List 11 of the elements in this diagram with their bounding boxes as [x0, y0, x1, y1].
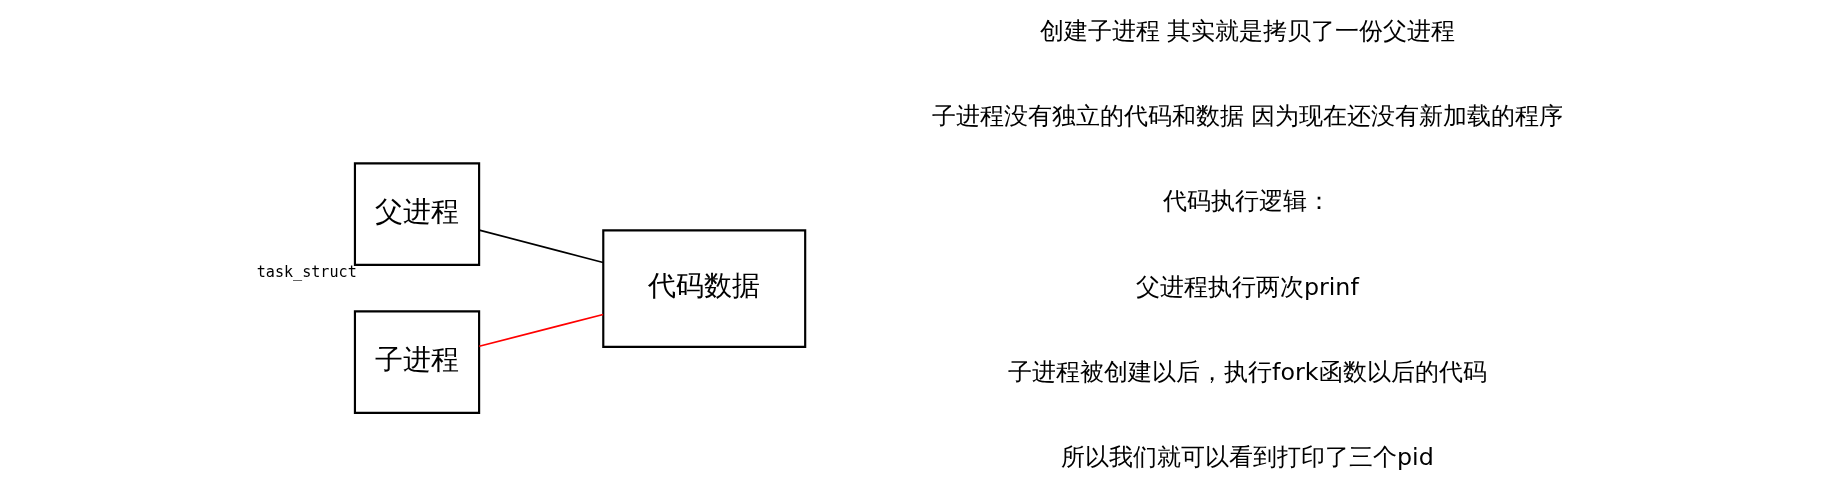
- label: 子进程没有独立的代码和数据 因为现在还没有新加载的程序: [931, 101, 1564, 130]
- label: 所以我们就可以看到打印了三个pid: [1060, 442, 1434, 471]
- node-box: 代码数据: [602, 228, 807, 348]
- node-box: 子进程: [353, 309, 481, 414]
- label: 父进程执行两次prinf: [1135, 272, 1359, 301]
- connector: [478, 228, 604, 263]
- label: 创建子进程 其实就是拷贝了一份父进程: [1039, 16, 1456, 45]
- connector: [478, 313, 604, 347]
- label: 代码执行逻辑：: [1163, 186, 1332, 215]
- label: 子进程被创建以后，执行fork函数以后的代码: [1008, 357, 1487, 386]
- node-box: 父进程: [353, 161, 481, 266]
